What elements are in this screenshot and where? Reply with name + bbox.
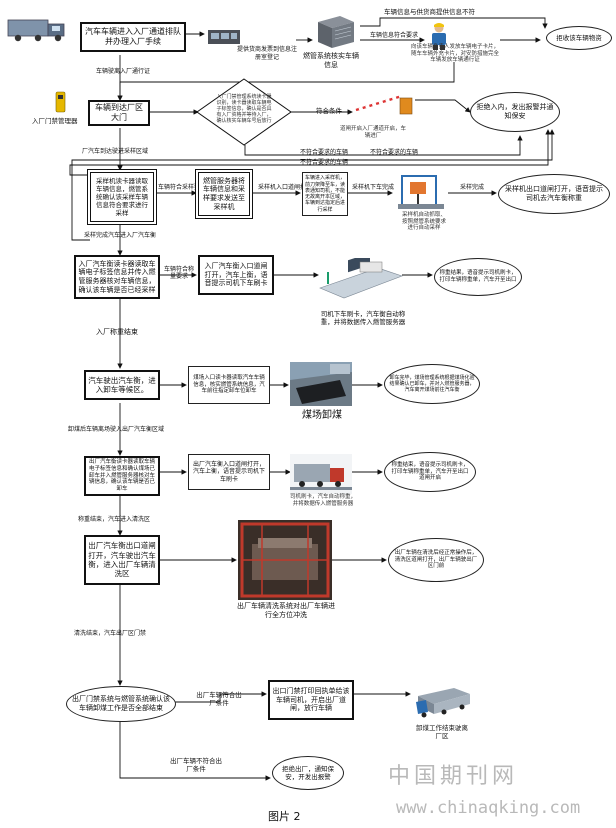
label-meets: 符合条件 — [316, 107, 342, 115]
truck-wash-image — [238, 520, 332, 600]
label-sampler-note: 采样机自动抓取、按照燃管系统要求进行自动采样 — [402, 212, 447, 232]
node-yard-read: 煤场入口读卡器读取汽车车辆信息，核实燃管系统信息，汽车前往指定卸车位卸车 — [188, 366, 270, 404]
label-exit-weigh-note: 司机刷卡，汽车自动称重，并将数据传入燃管服务器 — [289, 494, 356, 507]
label-sample-to-scale: 采样完成汽车进入厂汽车衡 — [84, 232, 157, 239]
node-info-ok: 车辆信息符合要求 — [370, 32, 419, 39]
label-sample-meet: 车辆符合采样要求 — [158, 184, 207, 191]
label-enter-road: 车辆驶离入厂通行证 — [96, 68, 151, 75]
card-reader-icon — [52, 90, 68, 114]
label-guard: 入厂门禁管理器 — [32, 117, 78, 125]
node-scale-in-read: 入厂汽车衡读卡器读取车辆电子标签信息并传入燃管服务器核对车辆信息，确认该车辆是否… — [74, 255, 160, 299]
node-verify-vehicle: 燃管系统核实车辆信息 — [303, 52, 359, 69]
label-to-exit-scale: 卸煤后车辆离场驶入出厂汽车衡区域 — [68, 426, 165, 433]
watermark-url: www.chinaqking.com — [396, 798, 581, 818]
label-not-meet-3: 不符合要求的车辆 — [300, 159, 349, 166]
node-exit-confirm: 出厂门禁系统与燃管系统确认该车辆卸煤工作是否全部结束 — [66, 686, 176, 722]
label-weigh-auto: 司机下车刷卡，汽车衡自动称重，并将数据传入燃管服务器 — [320, 310, 406, 327]
node-sampling: 车辆进入采样机，前刀架降至车，读表通知司机，不能无故离开本区域，车辆到达指定后进… — [302, 172, 348, 216]
node-scale-in-gate: 入厂汽车衡入口道闸打开，汽车上衡，语音提示司机下车刷卡 — [198, 255, 274, 295]
node-scale-out-read: 出厂汽车衡读卡器读取车辆电子标签信息和确认煤场已卸车并入燃管服务器核对车辆信息，… — [84, 456, 160, 496]
label-not-meet-1: 不符合要求的车辆 — [300, 149, 349, 156]
node-register: 提供货商发票到信息注册室登记 — [236, 46, 297, 61]
node-yard-done: 卸车完毕，煤场管理系统根据煤场化验结果确认已卸车，并对入燃管服务器，汽车离开煤场… — [384, 364, 480, 404]
sampler-machine-icon — [396, 172, 448, 212]
node-guard-check: 入厂门禁管理系统读卡器识别，读卡器读取车辆电子标签信息，确认是否具有入厂资格并等… — [216, 94, 272, 124]
label-scale-meet: 车辆符合称量要求 — [164, 266, 195, 281]
label-enter-end: 入厂称重结束 — [96, 328, 138, 336]
node-scale-in-done: 称重结果，语音提示司机刷卡，打印车辆称重单，汽车开至出口 — [434, 258, 522, 296]
truck-on-scale-image — [290, 454, 352, 494]
node-reject-alarm: 拒绝入内，发出报警并通知保安 — [470, 92, 560, 132]
coal-yard-image — [290, 362, 352, 406]
label-issue-card: 向该车辆负责人发放车辆电子卡片，随车车辆外充卡片，对安防措施完全车辆发放车辆通行… — [410, 44, 499, 64]
label-to-sample: 厂汽车到达驶进采样区域 — [82, 148, 149, 155]
node-leave-plant: 卸煤工作结束驶离厂区 — [416, 724, 468, 741]
node-scale-out-done: 称重结束，语音提示司机刷卡，打印车辆称重单，汽车开至出口道闸开启 — [384, 452, 476, 492]
label-gate-open: 道闸开启入厂通道开启，车辆进厂 — [339, 126, 406, 139]
node-wash-done: 出厂车辆在清洗后经正常操作后，清洗区道闸打开，出厂车辆驶出厂区门前 — [388, 538, 484, 582]
node-sampler-read: 采样机读卡器读取车辆信息，燃管系统确认该采样车辆信息符合要求进行采样 — [90, 172, 154, 222]
registration-office-icon — [206, 26, 242, 46]
label-reject-top: 车辆信息与供货商提供信息不符 — [384, 8, 475, 16]
server-cabinet-icon — [314, 14, 358, 50]
label-exit-ok: 出厂车辆符合出厂条件 — [196, 691, 242, 707]
label-sample-enter: 采样机入口道闸打开 — [258, 184, 313, 191]
node-gate-arrive: 车辆到达厂区大门 — [88, 100, 150, 126]
figure-caption: 图片 2 — [268, 810, 301, 823]
worker-icon — [426, 22, 452, 50]
node-leave-scale: 汽车驶出汽车衡，进入卸车等候区。 — [84, 370, 160, 400]
watermark-cn: 中国期刊网 — [388, 764, 519, 789]
node-truck-wash: 出厂车辆清洗系统对出厂车辆进行全方位冲洗 — [237, 602, 335, 619]
node-exit-release: 出口门禁打印回执单给该车辆司机，开启出厂道闸，放行车辆 — [268, 680, 354, 720]
label-exit-end: 称重结束，汽车进入清洗区 — [78, 516, 151, 523]
barrier-gate-icon — [352, 92, 416, 116]
label-exit-not-ok: 出厂车辆不符合出厂条件 — [170, 757, 222, 773]
weighbridge-icon — [318, 258, 404, 304]
label-not-meet-2: 不符合要求的车辆 — [370, 149, 419, 156]
label-sample-done: 采样机下车完成 — [352, 184, 395, 191]
node-scale-out-exit: 出厂汽车衡出口道闸打开，汽车驶出汽车衡，进入出厂车辆清洗区 — [84, 535, 160, 585]
truck-leaving-icon — [414, 682, 474, 720]
label-wash-end: 清洗结束，汽车出厂区门禁 — [74, 630, 147, 637]
node-send-sampler: 燃管服务器将车辆信息和采样要求发送至采样机 — [198, 172, 250, 216]
decision-diamond — [196, 78, 292, 146]
truck-icon — [6, 16, 72, 44]
node-exit-reject: 拒绝出厂，通知保安，开发出报警 — [272, 756, 344, 790]
label-coal-yard: 煤场卸煤 — [302, 410, 342, 421]
node-reject-goods: 拒收该车辆物资 — [546, 26, 612, 50]
label-sample-finish: 采样完成 — [460, 184, 485, 191]
node-sampler-exit: 采样机出口道闸打开，语音提示司机去汽车衡称重 — [498, 174, 610, 214]
node-enter-queue: 汽车车辆进入入厂通道排队并办理入厂手续 — [80, 22, 186, 52]
node-scale-out-gate: 出厂汽车衡入口道闸打开，汽车上衡，语音提示司机下车刷卡 — [188, 454, 270, 490]
